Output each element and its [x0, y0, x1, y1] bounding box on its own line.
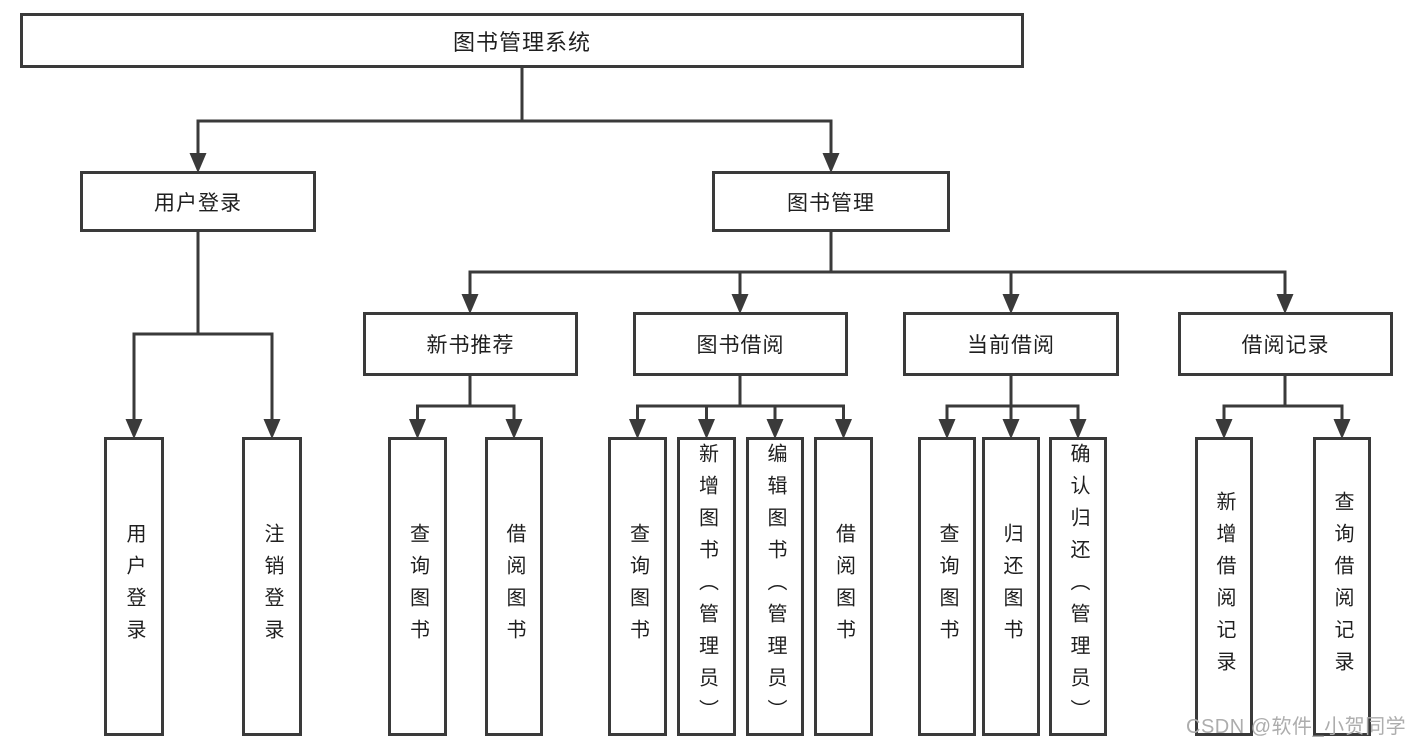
leaf-query-borrow-record: 查询借阅记录 [1313, 437, 1371, 736]
leaf-borrow-book-recommend: 借阅图书 [485, 437, 543, 736]
node-current-borrow: 当前借阅 [903, 312, 1119, 376]
node-user-login: 用户登录 [80, 171, 316, 232]
leaf-logout: 注销登录 [242, 437, 302, 736]
leaf-query-book-current: 查询图书 [918, 437, 976, 736]
node-borrow-record: 借阅记录 [1178, 312, 1393, 376]
leaf-query-book-recommend: 查询图书 [388, 437, 447, 736]
csdn-watermark: CSDN @软件_小贺同学 [1186, 716, 1405, 738]
node-book-borrow: 图书借阅 [633, 312, 848, 376]
leaf-borrow-book: 借阅图书 [814, 437, 873, 736]
node-root-system: 图书管理系统 [20, 13, 1024, 68]
leaf-return-book: 归还图书 [982, 437, 1040, 736]
leaf-add-book-admin: 新增图书（管理员） [677, 437, 736, 736]
leaf-add-borrow-record: 新增借阅记录 [1195, 437, 1253, 736]
leaf-edit-book-admin: 编辑图书（管理员） [746, 437, 804, 736]
leaf-user-login: 用户登录 [104, 437, 164, 736]
node-new-book-recommend: 新书推荐 [363, 312, 578, 376]
leaf-query-book-borrow: 查询图书 [608, 437, 667, 736]
leaf-confirm-return-admin: 确认归还（管理员） [1049, 437, 1107, 736]
node-book-management: 图书管理 [712, 171, 950, 232]
